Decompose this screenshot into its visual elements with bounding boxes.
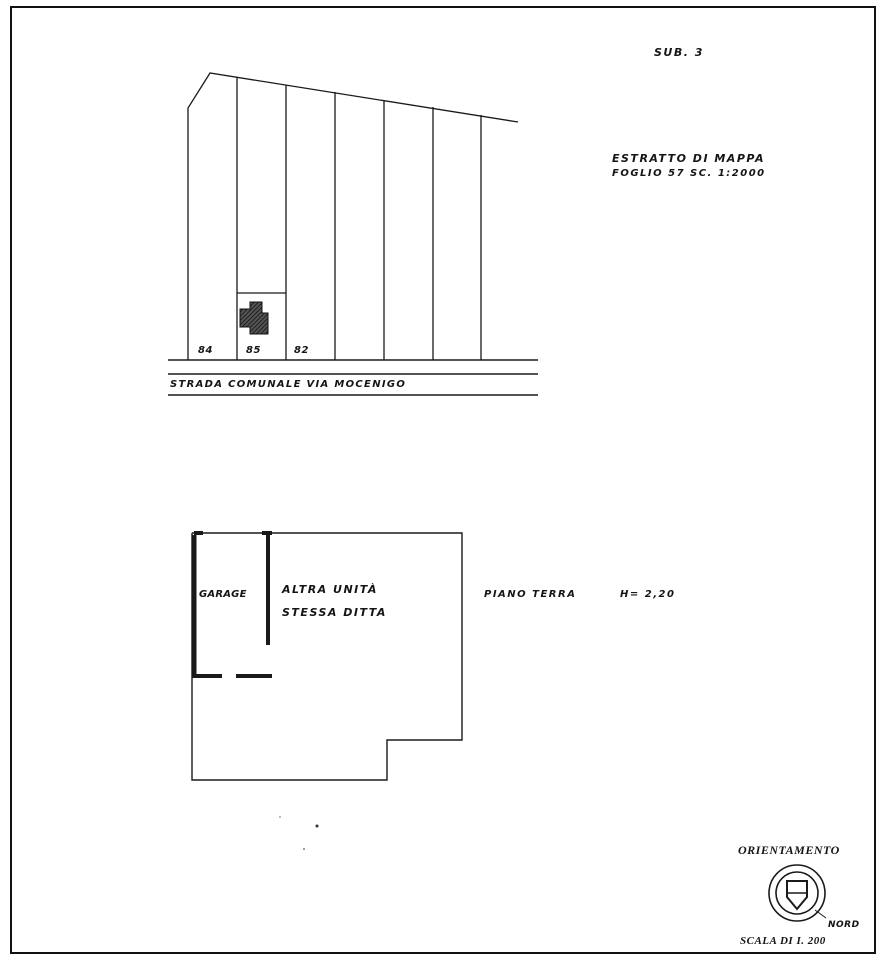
floor-label: PIANO TERRA: [484, 589, 577, 600]
compass-outer-ring: [768, 864, 826, 922]
other-unit-label: ALTRA UNITÀ: [282, 583, 378, 596]
north-compass: [768, 864, 827, 922]
same-owner-label: STESSA DITTA: [282, 606, 387, 619]
sub-label: SUB. 3: [654, 46, 704, 59]
street-name: STRADA COMUNALE VIA MOCENIGO: [170, 379, 407, 390]
map-extract-title: ESTRATTO DI MAPPA: [612, 152, 765, 165]
compass-inner-ring: [775, 871, 819, 915]
orientation-title: ORIENTAMENTO: [738, 843, 840, 857]
parcel-number-82: 82: [294, 345, 309, 356]
scale-label: SCALA DI I. 200: [740, 935, 826, 947]
cadastral-map: [168, 72, 538, 396]
building-footprint: [239, 301, 269, 335]
map-outline: [187, 72, 519, 360]
garage-label: GARAGE: [199, 589, 247, 600]
parcel-number-85: 85: [246, 345, 261, 356]
ink-speck: [279, 816, 281, 818]
sheet-border: [10, 6, 876, 954]
north-label: NORD: [828, 920, 860, 930]
floor-plan: [191, 531, 463, 781]
map-extract-sheet: FOGLIO 57 SC. 1:2000: [612, 168, 766, 179]
ink-speck: [315, 824, 319, 828]
floor-plan-outline: [191, 532, 463, 781]
north-arrow-icon: [786, 880, 808, 911]
ceiling-height: H= 2,20: [620, 589, 676, 600]
ink-speck: [303, 848, 305, 850]
parcel-number-84: 84: [198, 345, 213, 356]
